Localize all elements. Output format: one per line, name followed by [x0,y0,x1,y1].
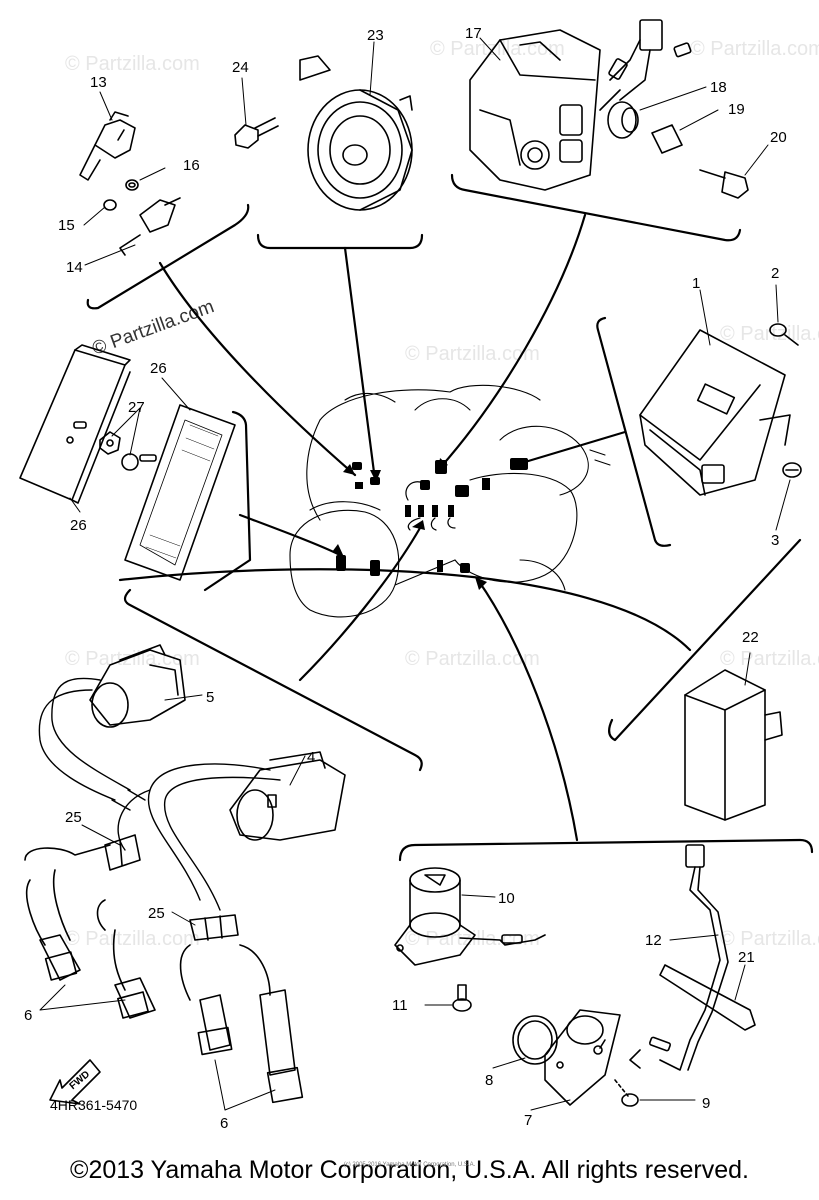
clamp-25-left [104,834,141,871]
callout-8: 8 [485,1072,493,1089]
switch-7 [544,1009,621,1106]
plug-cap-6-b [96,899,156,1019]
plug-cap-leaders [39,984,276,1111]
plug-cap-6-a [24,844,111,981]
clamp-25-right [189,914,239,941]
callout-10: 10 [498,890,515,907]
flasher-relay-22 [684,669,783,821]
bolt-24 [234,117,279,149]
callout-leaders [69,37,791,1111]
callout-13: 13 [90,74,107,91]
svg-text:FWD: FWD [68,1069,93,1092]
horn-23 [299,55,413,211]
sensor-10 [394,867,546,966]
callout-26-top: 26 [150,360,167,377]
callout-21: 21 [738,949,755,966]
collar-19 [651,124,683,154]
callout-5: 5 [206,689,214,706]
callout-20: 20 [770,129,787,146]
bolt-20 [699,169,749,199]
svg-text:© Partzilla.com: © Partzilla.com [65,928,200,950]
callout-19: 19 [728,101,745,118]
nut-27 [99,431,139,471]
screw-3 [782,462,802,478]
ignition-coil-4 [229,751,346,841]
coil-leads-4 [117,763,281,911]
switch-lead-12 [629,844,729,1071]
callout-6-bottom: 6 [220,1115,228,1132]
washer-15 [103,199,117,211]
arrowheads [332,458,527,590]
callout-27: 27 [128,399,145,416]
callout-26-bottom: 26 [70,517,87,534]
central-connectors [336,458,528,576]
callout-16: 16 [183,157,200,174]
callout-25-left: 25 [65,809,82,826]
copyright-notice: ©2013 Yamaha Motor Corporation, U.S.A. A… [70,1156,749,1184]
callout-12: 12 [645,932,662,949]
svg-text:© Partzilla.com: © Partzilla.com [720,928,819,950]
svg-text:© Partzilla.com: © Partzilla.com [65,648,200,670]
reflector-26-left [19,344,131,504]
callout-7: 7 [524,1112,532,1129]
relay-harness [608,19,692,101]
washer-16 [125,179,139,191]
thermo-switch-14 [119,197,181,256]
coil-leads-5 [38,677,146,811]
central-wires [405,481,456,531]
screw-11 [452,984,472,1012]
svg-text:© Partzilla.com: © Partzilla.com [720,648,819,670]
callout-17: 17 [465,25,482,42]
callout-numbers: 13 16 15 14 24 23 17 18 19 20 1 2 3 26 2… [24,25,787,1132]
relay-unit-17 [469,29,621,191]
svg-text:© Partzilla.com: © Partzilla.com [90,296,217,360]
callout-9: 9 [702,1095,710,1112]
callout-18: 18 [710,79,727,96]
ecu-1 [639,329,791,496]
callout-4: 4 [307,749,315,766]
copyright-small: (c) 2005-2016 Yamaha Motor Corporation, … [343,1162,476,1168]
callout-24: 24 [232,59,249,76]
svg-text:© Partzilla.com: © Partzilla.com [405,648,540,670]
plug-cap-6-d [239,944,304,1104]
callout-6-left: 6 [24,1007,32,1024]
callout-15: 15 [58,217,75,234]
callout-1: 1 [692,275,700,292]
svg-text:© Partzilla.com: © Partzilla.com [690,38,819,60]
screw-9 [614,1079,639,1107]
callout-25-right: 25 [148,905,165,922]
screw-2 [769,323,799,346]
callout-2: 2 [771,265,779,282]
callout-11: 11 [392,997,408,1014]
callout-14: 14 [66,259,83,276]
callout-23: 23 [367,27,384,44]
thermo-switch-13 [79,111,136,181]
motorcycle-outline [289,384,611,618]
svg-text:© Partzilla.com: © Partzilla.com [720,323,819,345]
callout-3: 3 [771,532,779,549]
o-ring-8 [512,1015,558,1065]
svg-text:© Partzilla.com: © Partzilla.com [65,53,200,75]
reflector-26-right [124,404,236,581]
plug-cap-6-c [179,944,233,1056]
grommet-18 [607,101,639,139]
reflector-hatch [145,424,219,559]
cable-tie-21 [659,964,756,1031]
diagram-code: 4HR361-5470 [50,1097,138,1113]
svg-text:© Partzilla.com: © Partzilla.com [405,343,540,365]
callout-22: 22 [742,629,759,646]
ignition-coil-5 [89,644,186,728]
